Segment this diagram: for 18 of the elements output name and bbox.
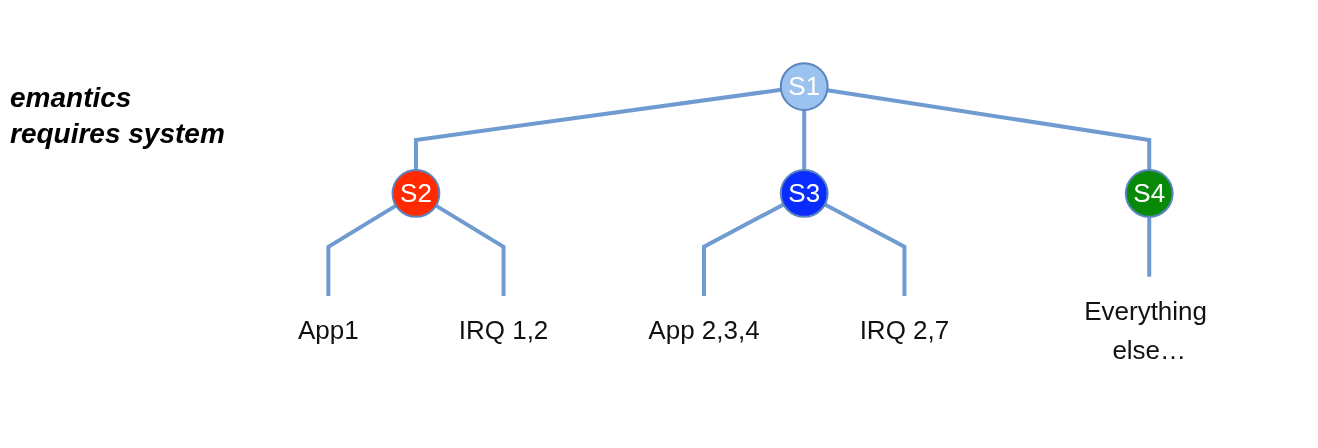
note-text: emantics requires system (10, 81, 226, 152)
connector (827, 88, 1152, 170)
node-circle: S1 (780, 62, 829, 111)
node-text: IRQ 2,7 (860, 315, 950, 346)
node-text: IRQ 1,2 (459, 315, 549, 346)
connector (802, 110, 807, 170)
connector (824, 202, 907, 297)
node-circle: S2 (391, 169, 441, 218)
node-text: App 2,3,4 (648, 315, 761, 346)
connector (702, 202, 785, 297)
node-text: App1 (298, 315, 360, 346)
connector (414, 87, 782, 170)
node-circle: S4 (1125, 169, 1174, 218)
node-circle: S3 (780, 169, 829, 218)
connector (326, 203, 398, 297)
connector (1147, 216, 1152, 277)
connector (435, 203, 506, 297)
node-text: Everything else… (1084, 295, 1208, 365)
